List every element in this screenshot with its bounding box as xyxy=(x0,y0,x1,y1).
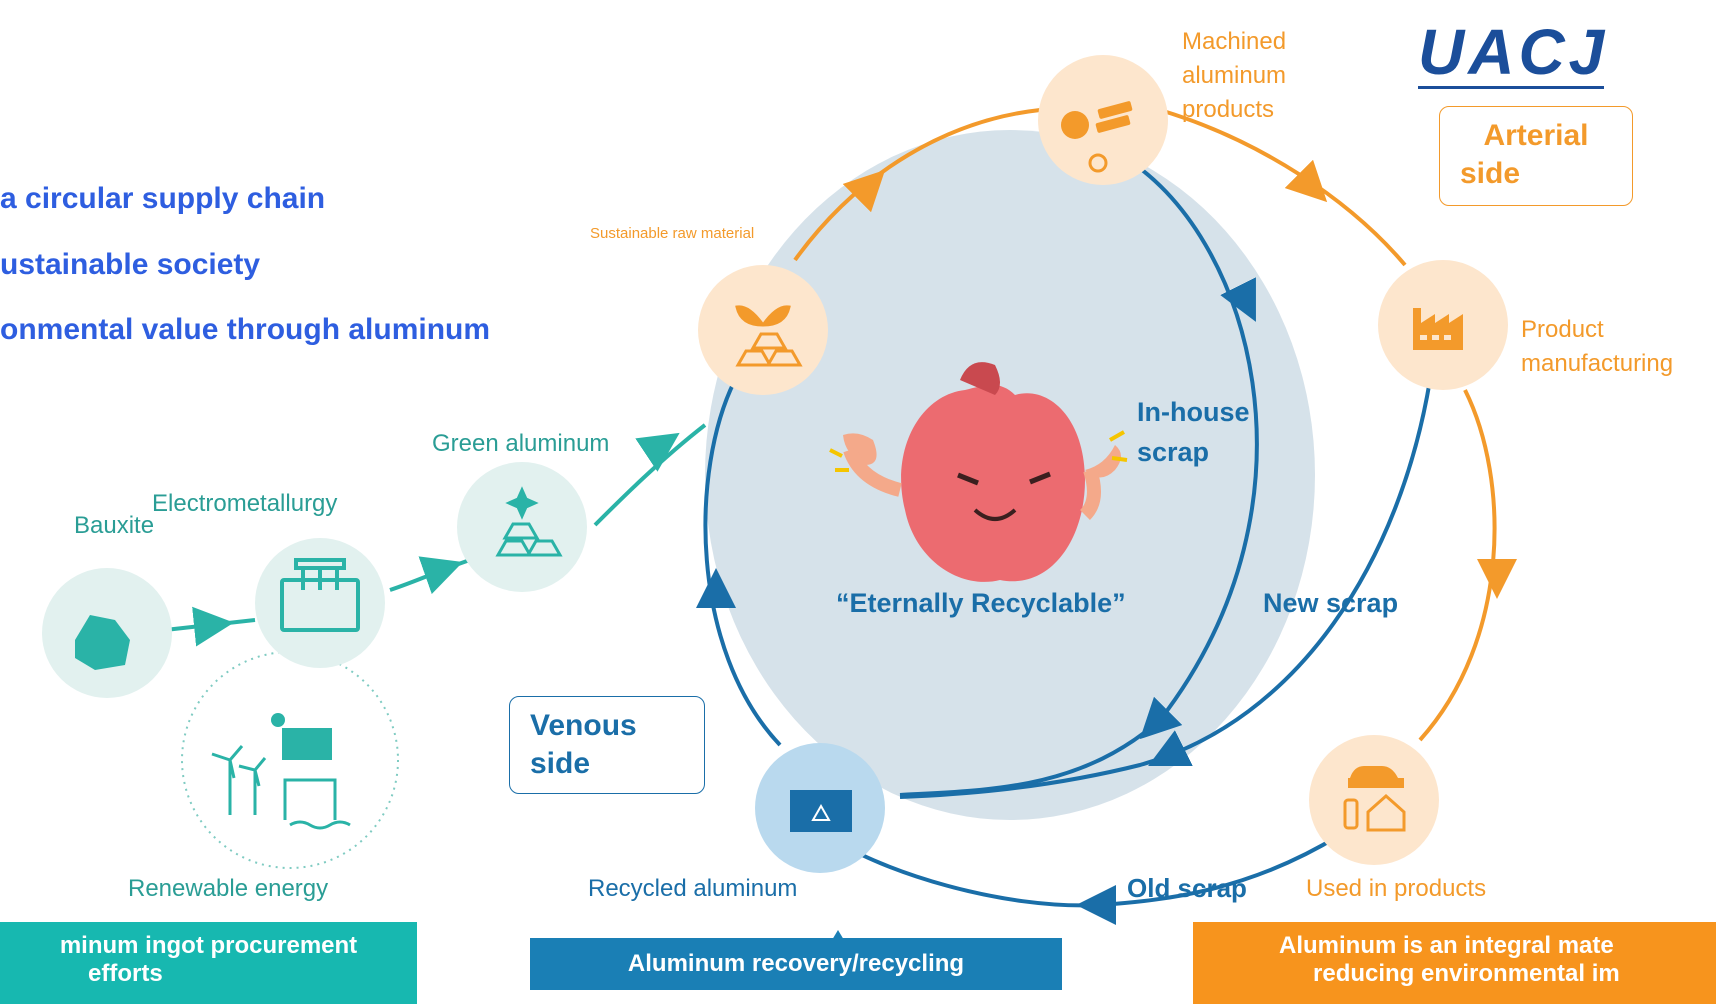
renewable-energy-area xyxy=(181,651,399,869)
label-product-1: Product xyxy=(1521,316,1604,343)
banner-integral-line-2: reducing environmental im xyxy=(1313,960,1620,987)
label-used-in-products: Used in products xyxy=(1306,875,1487,902)
banner-procurement-line-1: minum ingot procurement xyxy=(59,932,358,959)
label-sustainable-raw-material: Sustainable raw material xyxy=(590,225,755,242)
node-machined-products xyxy=(1038,55,1168,185)
label-machined-2: aluminum xyxy=(1182,62,1287,89)
label-new-scrap: New scrap xyxy=(1263,588,1399,618)
banner-recycling-text: Aluminum recovery/recycling xyxy=(627,950,965,977)
banner-procurement-line-2: efforts xyxy=(88,960,163,987)
arc-new-scrap xyxy=(899,379,1432,799)
node-green-aluminum xyxy=(457,462,587,592)
machined-parts-icon xyxy=(1061,101,1133,173)
rocks-icon xyxy=(75,615,130,670)
car-can-house-icon xyxy=(1343,766,1406,832)
banner-integral: Aluminum is an integral mate reducing en… xyxy=(1193,922,1716,1004)
wind-turbine-icon xyxy=(211,745,267,815)
label-renewable-energy: Renewable energy xyxy=(128,875,329,902)
center-caption: “Eternally Recyclable” xyxy=(836,588,1126,618)
hydro-dam-icon xyxy=(283,778,351,830)
solar-panel-icon xyxy=(271,713,332,760)
logo-underline xyxy=(1418,86,1604,89)
node-recycled-aluminum xyxy=(755,743,885,873)
headline-1: a circular supply chain xyxy=(0,182,326,215)
node-product-manufacturing xyxy=(1378,260,1508,390)
label-in-house-scrap-2: scrap xyxy=(1137,437,1210,467)
arc-raw-to-machined xyxy=(793,108,1041,262)
label-product-2: manufacturing xyxy=(1521,350,1674,377)
renewable-energy-icons xyxy=(200,700,360,830)
banner-recycling: Aluminum recovery/recycling xyxy=(530,938,1062,990)
venous-side-line-1: Venous xyxy=(530,709,637,742)
label-machined-3: products xyxy=(1182,96,1275,123)
label-bauxite: Bauxite xyxy=(74,512,155,539)
node-used-in-products xyxy=(1309,735,1439,865)
label-machined-1: Machined xyxy=(1182,28,1287,55)
electrolysis-cell-icon xyxy=(280,558,360,632)
venous-side-box: Venous side xyxy=(509,696,705,794)
arterial-side-box: Arterial side xyxy=(1439,106,1633,206)
arterial-side-line-1: Arterial xyxy=(1483,119,1589,152)
headline-2: ustainable society xyxy=(0,248,261,281)
arterial-side-line-2: side xyxy=(1460,157,1521,190)
arc-recycled-to-raw xyxy=(703,379,782,747)
node-sustainable-raw-material xyxy=(698,265,828,395)
recycle-bin-icon xyxy=(790,790,852,832)
uacj-logo: UACJ xyxy=(1418,16,1609,88)
arc-manufacturing-to-used xyxy=(1418,389,1497,742)
label-electrometallurgy: Electrometallurgy xyxy=(152,490,338,517)
ingots-sparkle-icon xyxy=(495,486,563,557)
banner-procurement: minum ingot procurement efforts xyxy=(0,922,417,1004)
node-bauxite xyxy=(42,568,172,698)
headline-3: onmental value through aluminum xyxy=(0,313,491,346)
label-in-house-scrap-1: In-house xyxy=(1137,397,1250,427)
label-old-scrap: Old scrap xyxy=(1127,873,1247,903)
venous-side-line-2: side xyxy=(530,747,591,780)
heart-mascot xyxy=(829,362,1128,582)
leaf-ingots-icon xyxy=(735,305,803,367)
arc-old-scrap xyxy=(833,833,1342,908)
label-recycled-aluminum: Recycled aluminum xyxy=(588,875,798,902)
arc-in-house-scrap xyxy=(899,153,1259,797)
banner-integral-line-1: Aluminum is an integral mate xyxy=(1279,932,1614,959)
node-electrometallurgy xyxy=(255,538,385,668)
label-green-aluminum: Green aluminum xyxy=(432,430,610,457)
